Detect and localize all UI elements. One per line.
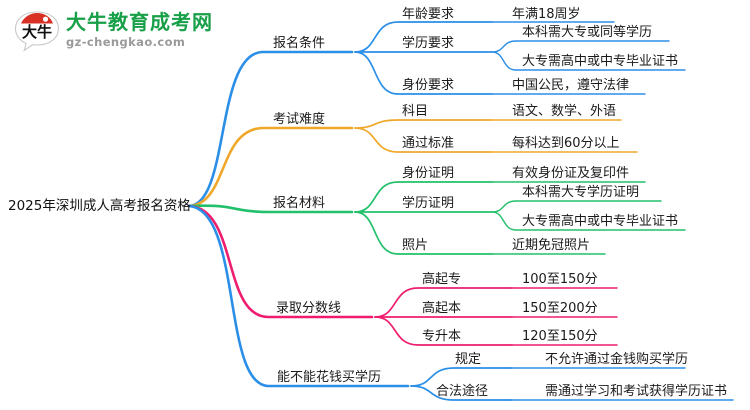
site-logo: 大牛 大牛教育成考网 gz-chengkao.com — [14, 8, 244, 54]
logo-mark-icon: 大牛 — [14, 11, 60, 52]
mindmap-subnode-zhuanshengben[interactable]: 专升本 — [422, 329, 462, 344]
mindmap-subnode-guiding[interactable]: 规定 — [455, 352, 482, 367]
mindmap-leaf-benkexudazhuan[interactable]: 本科需大专或同等学历 — [522, 25, 653, 40]
connector-branch-2-child-0 — [354, 181, 493, 213]
mindmap-leaf-jinqimianguanzhaopian[interactable]: 近期免冠照片 — [512, 238, 591, 253]
connector-leaf-2-1-1 — [491, 211, 686, 231]
mindmap-subnode-shenfenyaoqiu[interactable]: 身份要求 — [402, 78, 455, 93]
connector-leaf-0-1-1 — [491, 51, 686, 71]
logo-text: 大牛教育成考网 gz-chengkao.com — [66, 10, 213, 50]
mindmap-subnode-zhaopian[interactable]: 照片 — [402, 238, 429, 253]
mindmap-subnode-gaoqizhuan[interactable]: 高起专 — [422, 272, 462, 287]
connector-branch-4-child-1 — [410, 385, 513, 401]
connector-branch-4-child-0 — [410, 367, 513, 387]
mindmap-subnode-hefatujing[interactable]: 合法途径 — [436, 384, 489, 399]
mindmap-subnode-kemu[interactable]: 科目 — [402, 104, 429, 119]
connector-root-branch-2 — [187, 204, 354, 214]
mindmap-subnode-shenfenzhengming[interactable]: 身份证明 — [402, 166, 455, 181]
connector-root-branch-0 — [187, 50, 354, 208]
connector-root-branch-1 — [187, 126, 354, 208]
mindmap-root-node[interactable]: 2025年深圳成人高考报名资格 — [8, 198, 191, 214]
connector-branch-3-child-0 — [374, 287, 513, 318]
svg-text:大牛: 大牛 — [22, 23, 52, 41]
connector-branch-1-child-1 — [354, 127, 493, 153]
connector-leaf-0-1-0 — [491, 40, 670, 53]
connector-branch-1-child-0 — [354, 119, 493, 129]
connector-branch-0-child-2 — [354, 51, 493, 95]
mindmap-subnode-tongguobiaozhun[interactable]: 通过标准 — [402, 136, 455, 151]
mindmap-subnode-nianlingyaoqiu[interactable]: 年龄要求 — [402, 7, 455, 22]
mindmap-leaf-xutongguoxuexikaoshi[interactable]: 需通过学习和考试获得学历证书 — [545, 384, 728, 399]
mindmap-leaf-nianman18zhousui[interactable]: 年满18周岁 — [512, 7, 581, 22]
mindmap-subnode-xuelizhengming[interactable]: 学历证明 — [402, 196, 455, 211]
connector-root-branch-4 — [187, 204, 410, 388]
mindmap-leaf-youxiaoshenfenzheng[interactable]: 有效身份证及复印件 — [512, 166, 630, 181]
mindmap-leaf-100zhi150fen[interactable]: 100至150分 — [522, 272, 598, 287]
mindmap-branch-kaoshinandu[interactable]: 考试难度 — [273, 112, 326, 127]
logo-subtitle: gz-chengkao.com — [66, 35, 186, 49]
mindmap-leaf-yuwenshuxuewaiyu[interactable]: 语文、数学、外语 — [512, 104, 617, 119]
mindmap-leaf-meikedadao60fen[interactable]: 每科达到60分以上 — [512, 136, 620, 151]
connector-branch-3-child-2 — [374, 316, 513, 346]
mindmap-leaf-dazhuanxugaozhongbiye[interactable]: 大专需高中或中专毕业证书 — [522, 214, 679, 229]
logo-title: 大牛教育成考网 — [66, 10, 213, 34]
mindmap-branch-baomingtiaojian[interactable]: 报名条件 — [273, 36, 326, 51]
mindmap-branch-luqufenshuxian[interactable]: 录取分数线 — [276, 301, 342, 316]
connector-leaf-2-1-0 — [491, 200, 662, 213]
mindmap-leaf-120zhi150fen[interactable]: 120至150分 — [522, 329, 598, 344]
mindmap-leaf-150zhi200fen[interactable]: 150至200分 — [522, 301, 598, 316]
mindmap-subnode-xueliyaoqiu[interactable]: 学历要求 — [402, 36, 455, 51]
mindmap-branch-baomingcailiao[interactable]: 报名材料 — [273, 196, 326, 211]
connector-root-branch-3 — [187, 204, 374, 319]
mindmap-branch-nengbunenghuaqianmaixueli[interactable]: 能不能花钱买学历 — [277, 370, 382, 385]
mindmap-leaf-benkexudazhuanxueli[interactable]: 本科需大专学历证明 — [522, 185, 640, 200]
mindmap-subnode-gaoqiben[interactable]: 高起本 — [422, 301, 462, 316]
mindmap-leaf-buyunxugoumaixueli[interactable]: 不允许通过金钱购买学历 — [545, 352, 689, 367]
connector-branch-0-child-0 — [354, 21, 493, 53]
connector-branch-2-child-2 — [354, 211, 493, 255]
mindmap-leaf-zhongguogongmin[interactable]: 中国公民，遵守法律 — [512, 78, 630, 93]
mindmap-leaf-dazhuanxugaozhong[interactable]: 大专需高中或中专毕业证书 — [522, 54, 679, 69]
